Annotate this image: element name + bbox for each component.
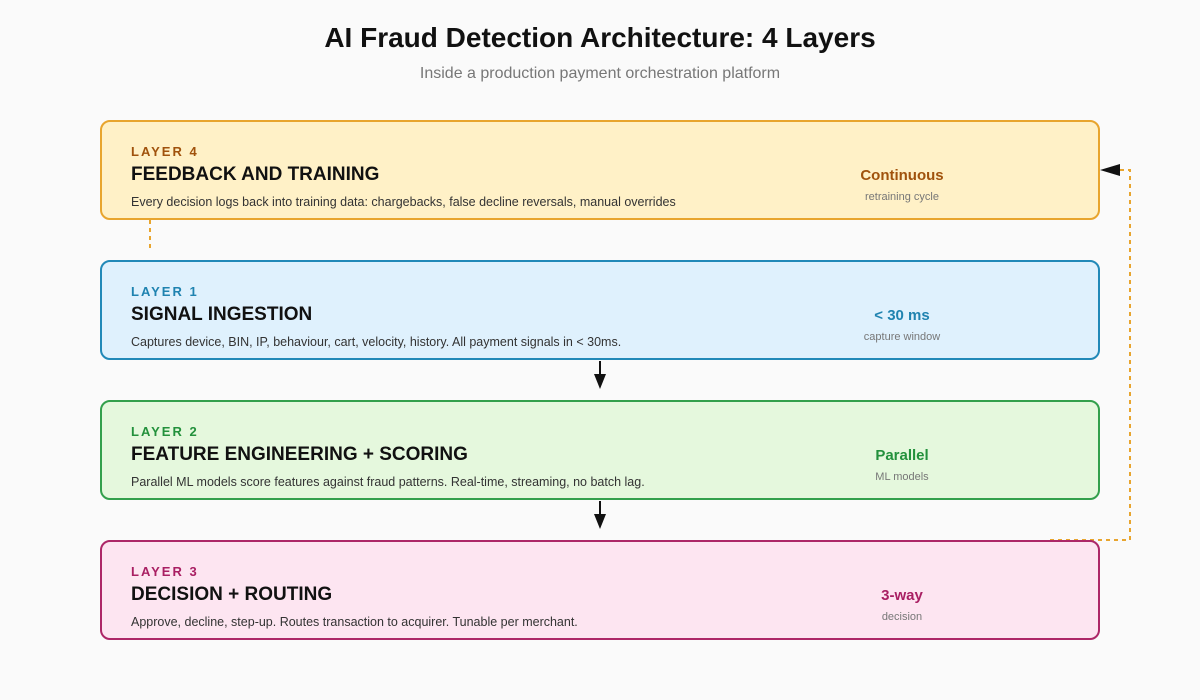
layer-metric-caption: retraining cycle — [865, 191, 939, 203]
page-title: AI Fraud Detection Architecture: 4 Layer… — [324, 22, 876, 53]
flow-arrow-layer1-to-layer2-head — [594, 374, 606, 389]
layer-metric: Continuous — [860, 167, 944, 184]
layer-description: Parallel ML models score features agains… — [131, 475, 645, 489]
layer-title: DECISION + ROUTING — [131, 584, 333, 605]
layer-tag: LAYER 2 — [131, 424, 199, 439]
layer-tag: LAYER 1 — [131, 284, 199, 299]
layer-metric-caption: capture window — [863, 331, 941, 343]
layer-description: Approve, decline, step-up. Routes transa… — [131, 615, 578, 629]
layer-title: FEATURE ENGINEERING + SCORING — [131, 444, 468, 465]
layer-description: Captures device, BIN, IP, behaviour, car… — [131, 335, 622, 349]
layer-title: FEEDBACK AND TRAINING — [131, 164, 380, 185]
layer-card-feedback-training: LAYER 4 FEEDBACK AND TRAINING Every deci… — [100, 120, 1100, 220]
layer-metric: < 30 ms — [874, 307, 930, 324]
page-subtitle: Inside a production payment orchestratio… — [419, 65, 781, 82]
layer-metric: 3-way — [881, 587, 923, 604]
layer-card-signal-ingestion: LAYER 1 SIGNAL INGESTION Captures device… — [100, 260, 1100, 360]
layer-metric: Parallel — [875, 447, 929, 464]
layer-metric-caption: ML models — [875, 471, 929, 483]
layer-tag: LAYER 3 — [131, 564, 199, 579]
layer-card-feature-scoring: LAYER 2 FEATURE ENGINEERING + SCORING Pa… — [100, 400, 1100, 500]
feedback-arrowhead — [1100, 164, 1120, 176]
layer-card-decision-routing: LAYER 3 DECISION + ROUTING Approve, decl… — [100, 540, 1100, 640]
layer-title: SIGNAL INGESTION — [131, 304, 313, 325]
layer-metric-caption: decision — [881, 611, 923, 623]
layer-tag: LAYER 4 — [131, 144, 199, 159]
flow-arrow-layer2-to-layer3-head — [594, 514, 606, 529]
layer-description: Every decision logs back into training d… — [131, 195, 676, 209]
